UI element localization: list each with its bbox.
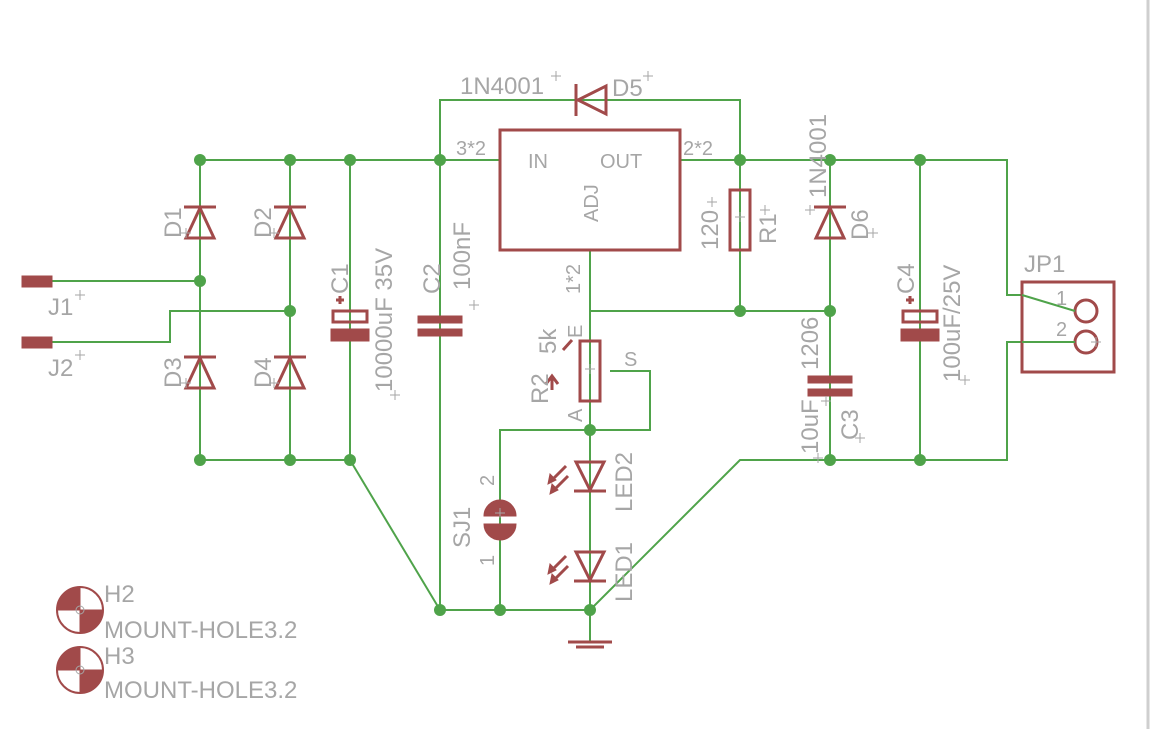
- ground-symbol: [568, 640, 612, 649]
- junctions: [194, 154, 926, 616]
- diode-d2[interactable]: [273, 204, 307, 240]
- label-c3-package: 1206: [797, 317, 824, 370]
- solder-jumper-sj1[interactable]: [483, 499, 517, 541]
- label-c2-value: 100nF: [449, 222, 476, 290]
- label-led1: LED1: [611, 542, 638, 602]
- label-r2-pin-s: S: [624, 349, 637, 371]
- label-c2-name: C2: [419, 263, 446, 294]
- led-led1[interactable]: [547, 550, 607, 585]
- mount-hole-h3[interactable]: [56, 646, 104, 694]
- connector-j2[interactable]: [21, 336, 53, 349]
- capacitor-c4[interactable]: [900, 296, 940, 342]
- label-sj1-pin2: 2: [477, 475, 499, 486]
- label-d5-value: 1N4001: [460, 73, 544, 100]
- labels: 1N4001 D5 3*2 IN OUT 2*2 ADJ 1*2 D1 D2 D…: [48, 73, 1067, 704]
- label-c3-value: 10uF: [797, 399, 824, 454]
- diode-d6[interactable]: [813, 204, 847, 240]
- header-jp1[interactable]: [1020, 280, 1116, 374]
- label-jp1-pin2: 2: [1056, 319, 1067, 341]
- label-reg-out-pin: 2*2: [683, 138, 713, 160]
- label-reg-out: OUT: [600, 151, 642, 173]
- label-sj1-pin1: 1: [477, 555, 499, 566]
- label-d4: D4: [250, 357, 277, 388]
- label-d3: D3: [160, 357, 187, 388]
- diode-d4[interactable]: [273, 354, 307, 390]
- capacitor-c1[interactable]: [330, 296, 370, 342]
- diode-d1[interactable]: [183, 204, 217, 240]
- label-h2-value: MOUNT-HOLE3.2: [104, 617, 297, 644]
- label-c4-name: C4: [893, 263, 920, 294]
- label-c1-value: 10000uF 35V: [371, 248, 398, 392]
- label-h3-value: MOUNT-HOLE3.2: [104, 677, 297, 704]
- voltage-regulator[interactable]: [498, 128, 682, 252]
- label-sj1: SJ1: [449, 507, 476, 548]
- label-d5-name: D5: [612, 75, 643, 102]
- label-r2-pin-e: E: [565, 325, 587, 338]
- label-reg-in-pin: 3*2: [456, 138, 486, 160]
- label-reg-adj-pin: 1*2: [563, 264, 585, 294]
- label-c4-value: 100uF/25V: [939, 265, 966, 382]
- label-j2: J2: [48, 355, 73, 382]
- mount-hole-h2[interactable]: [56, 586, 104, 634]
- label-reg-in: IN: [528, 151, 548, 173]
- label-reg-adj: ADJ: [581, 184, 603, 222]
- label-r2-pin-a: A: [565, 408, 587, 422]
- capacitor-c3[interactable]: [807, 375, 853, 397]
- trimmer-r2[interactable]: [544, 338, 602, 403]
- label-d1: D1: [160, 207, 187, 238]
- label-led2: LED2: [611, 452, 638, 512]
- label-r1-name: R1: [755, 213, 782, 244]
- label-j1: J1: [48, 294, 73, 321]
- label-d6-name: D6: [847, 209, 874, 240]
- label-h3-name: H3: [104, 643, 135, 670]
- label-c3-name: C3: [837, 409, 864, 440]
- diode-d3[interactable]: [183, 354, 217, 390]
- label-r2-name: R2: [527, 373, 554, 404]
- capacitor-c2[interactable]: [417, 315, 463, 337]
- label-jp1-pin1: 1: [1056, 288, 1067, 310]
- label-jp1: JP1: [1024, 251, 1065, 278]
- wires: [50, 99, 1022, 642]
- resistor-r1[interactable]: [728, 188, 752, 252]
- label-r1-value: 120: [697, 210, 724, 250]
- label-d2: D2: [250, 207, 277, 238]
- led-led2[interactable]: [547, 460, 607, 495]
- label-h2-name: H2: [104, 581, 135, 608]
- diode-d5[interactable]: [570, 83, 610, 117]
- label-c1-name: C1: [327, 263, 354, 294]
- origin-marks: [75, 71, 1101, 518]
- label-d6-value: 1N4001: [805, 114, 832, 198]
- label-r2-value: 5k: [535, 328, 562, 354]
- connector-j1[interactable]: [21, 275, 53, 288]
